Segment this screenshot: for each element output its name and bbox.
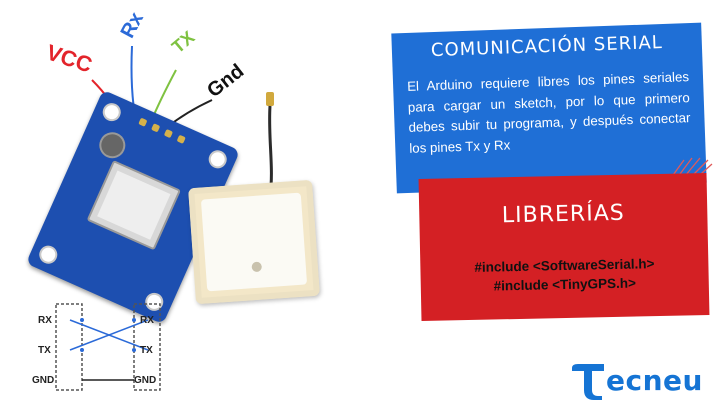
serial-right-rx: RX [140, 315, 154, 326]
serial-left-rx: RX [38, 315, 52, 326]
serial-right-gnd: GND [134, 375, 157, 386]
serial-crossover-diagram [55, 303, 161, 391]
backup-battery [95, 128, 130, 163]
serial-left-gnd: GND [32, 375, 55, 386]
mount-hole [36, 242, 61, 267]
tecneu-brand: ecneu [568, 360, 703, 400]
serial-card-body: El Arduino requiere libres los pines ser… [406, 69, 691, 156]
libraries-include-list: #include <SoftwareSerial.h> #include <Ti… [420, 253, 709, 297]
ceramic-antenna [188, 179, 320, 305]
serial-left-tx: TX [38, 345, 51, 356]
serial-card-title: COMUNICACIÓN SERIAL [430, 31, 664, 62]
serial-communication-card: COMUNICACIÓN SERIAL El Arduino requiere … [391, 22, 707, 194]
gps-chip [86, 159, 182, 251]
tecneu-t-logo-icon [572, 364, 604, 400]
brand-name: ecneu [606, 363, 703, 397]
decorative-scribble [667, 157, 713, 183]
mount-hole [205, 147, 230, 172]
serial-right-tx: TX [140, 345, 153, 356]
mount-hole [99, 100, 124, 125]
libraries-card-title: LIBRERÍAS [501, 200, 625, 229]
libraries-card: LIBRERÍAS #include <SoftwareSerial.h> #i… [418, 172, 710, 322]
